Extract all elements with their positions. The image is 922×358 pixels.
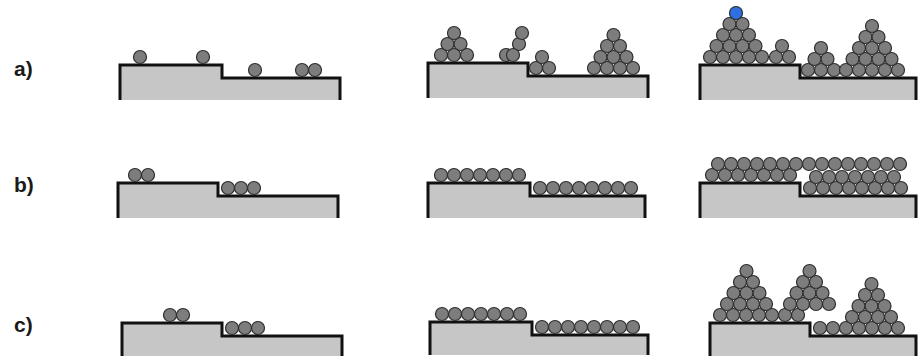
atom — [514, 308, 527, 321]
atom — [249, 64, 262, 77]
atom — [586, 182, 599, 195]
atom — [475, 308, 488, 321]
atom — [740, 265, 753, 278]
atom — [536, 321, 549, 334]
atom — [625, 182, 638, 195]
atom — [865, 278, 878, 291]
atom — [252, 322, 265, 335]
atom — [601, 321, 614, 334]
atom — [881, 158, 894, 171]
atom — [562, 321, 575, 334]
atom — [827, 322, 840, 335]
atom — [777, 158, 790, 171]
atom — [836, 171, 849, 184]
atom — [534, 182, 547, 195]
atom — [764, 158, 777, 171]
atom — [810, 171, 823, 184]
atom — [487, 169, 500, 182]
atom — [513, 169, 526, 182]
atom — [855, 158, 868, 171]
atom — [501, 308, 514, 321]
atom — [712, 158, 725, 171]
atom — [222, 182, 235, 195]
atom — [449, 308, 462, 321]
atom — [507, 49, 520, 62]
atom — [296, 64, 309, 77]
atom — [599, 182, 612, 195]
atom — [516, 27, 529, 40]
atom — [560, 182, 573, 195]
atom — [226, 322, 239, 335]
atom — [803, 265, 816, 278]
atom — [248, 182, 261, 195]
atom — [875, 171, 888, 184]
atom — [776, 40, 789, 53]
atom — [461, 169, 474, 182]
highlighted-atom — [730, 7, 743, 20]
atom — [888, 171, 901, 184]
atom — [488, 308, 501, 321]
atom — [842, 158, 855, 171]
atom — [823, 171, 836, 184]
row-label: b) — [14, 173, 34, 197]
atom — [814, 322, 827, 335]
atom — [588, 321, 601, 334]
atom — [536, 51, 549, 64]
atom — [575, 321, 588, 334]
atom — [862, 171, 875, 184]
atom — [435, 169, 448, 182]
atom — [235, 182, 248, 195]
atom — [547, 182, 560, 195]
atom — [751, 158, 764, 171]
atom — [142, 169, 155, 182]
atom — [815, 42, 828, 55]
atom — [500, 169, 513, 182]
atom — [829, 158, 842, 171]
atom — [239, 322, 252, 335]
atom — [866, 20, 879, 33]
atom — [448, 27, 461, 40]
atom — [164, 309, 177, 322]
atom — [436, 308, 449, 321]
atom — [868, 158, 881, 171]
atom — [612, 182, 625, 195]
atom — [725, 158, 738, 171]
atom — [627, 321, 640, 334]
row-label: a) — [14, 57, 33, 81]
atom — [614, 321, 627, 334]
atom — [309, 64, 322, 77]
atom — [607, 29, 620, 42]
atom — [849, 171, 862, 184]
atom — [177, 309, 190, 322]
atom — [816, 158, 829, 171]
atom — [474, 169, 487, 182]
atom — [803, 158, 816, 171]
atom — [197, 51, 210, 64]
atom — [738, 158, 751, 171]
row-label: c) — [14, 313, 33, 337]
atom — [573, 182, 586, 195]
atom — [448, 169, 461, 182]
atom — [134, 51, 147, 64]
atom — [790, 158, 803, 171]
atom — [549, 321, 562, 334]
atom — [129, 169, 142, 182]
atom — [894, 158, 907, 171]
atom — [462, 308, 475, 321]
